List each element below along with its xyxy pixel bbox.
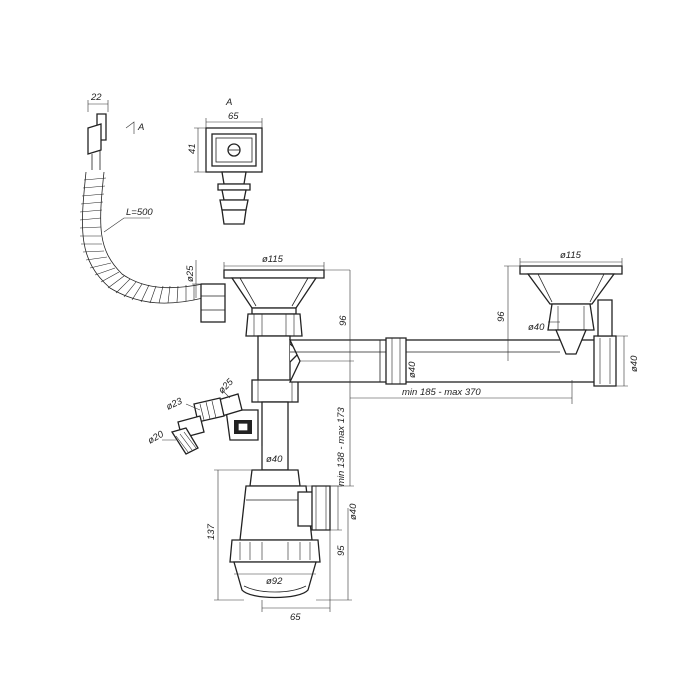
label-137: 137 bbox=[206, 523, 217, 540]
label-d40-right-end: ø40 bbox=[629, 355, 640, 372]
label-22: 22 bbox=[90, 92, 102, 103]
bottle-trap bbox=[229, 469, 321, 599]
left-union-nut bbox=[245, 313, 303, 337]
corrugated-overflow-hose bbox=[79, 171, 204, 304]
label-d40-right-basket: ø40 bbox=[528, 322, 545, 333]
side-inlet bbox=[170, 393, 259, 455]
connecting-pipe bbox=[288, 337, 596, 385]
label-d25-hose: ø25 bbox=[185, 265, 196, 282]
label-arrow-a: A bbox=[137, 122, 144, 133]
left-vertical-pipe bbox=[257, 335, 301, 387]
hose-nut bbox=[200, 283, 226, 323]
label-65-top: 65 bbox=[228, 111, 239, 122]
label-d40-trap-top: ø40 bbox=[266, 454, 283, 465]
label-d115-left: ø115 bbox=[262, 254, 284, 265]
label-height-range: min 138 - max 173 bbox=[336, 407, 347, 486]
label-d25-inlet: ø25 bbox=[216, 376, 236, 396]
trap-outlet bbox=[297, 485, 331, 531]
label-hose-length: L=500 bbox=[126, 207, 153, 218]
label-95: 95 bbox=[336, 545, 347, 556]
label-d40-pipe: ø40 bbox=[407, 361, 418, 378]
label-d20: ø20 bbox=[146, 429, 166, 447]
label-d92: ø92 bbox=[266, 576, 283, 587]
label-96-left: 96 bbox=[338, 315, 349, 326]
left-basket-strainer bbox=[223, 269, 325, 315]
overflow-clip bbox=[87, 113, 107, 170]
label-96-right: 96 bbox=[496, 311, 507, 322]
lower-standpipe bbox=[261, 401, 289, 471]
label-d115-right: ø115 bbox=[560, 250, 582, 261]
label-41: 41 bbox=[187, 143, 198, 154]
label-d40-outlet: ø40 bbox=[348, 503, 359, 520]
label-span: min 185 - max 370 bbox=[402, 387, 481, 398]
tee-nut bbox=[251, 379, 299, 403]
label-view-a: A bbox=[225, 97, 232, 108]
right-end-elbow bbox=[593, 299, 617, 387]
label-65-bottom: 65 bbox=[290, 612, 301, 623]
view-a-overflow-box bbox=[205, 127, 263, 225]
label-d23: ø23 bbox=[165, 396, 185, 413]
dimension-lines bbox=[87, 100, 628, 612]
right-basket-strainer bbox=[519, 265, 623, 355]
